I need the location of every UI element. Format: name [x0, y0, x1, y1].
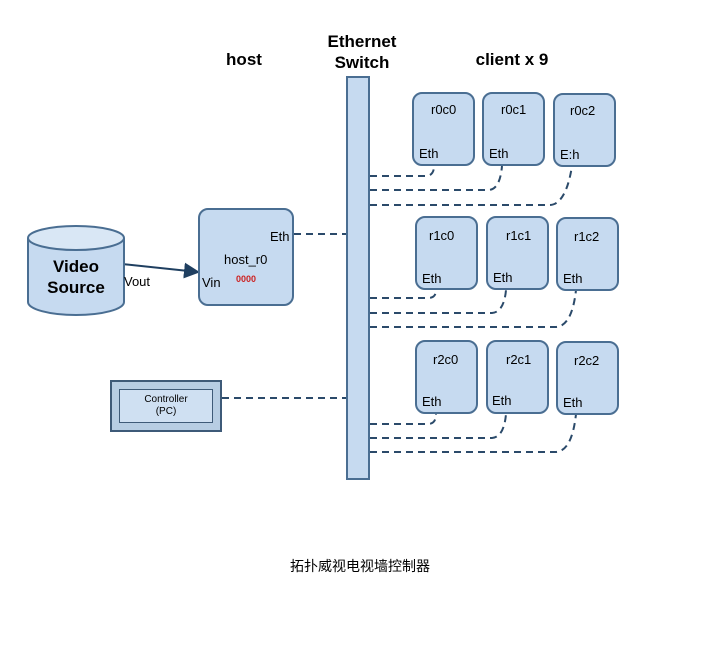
clients-heading: client x 9 — [475, 50, 549, 69]
host-status-indicator: 0000 — [236, 274, 257, 284]
switch-heading-line1: Ethernet — [327, 32, 397, 51]
client-eth-port: Eth — [422, 271, 442, 286]
host-node[interactable]: host_r0 Eth Vin 0000 — [198, 208, 294, 306]
client-node-r0c2[interactable]: r0c2 E:h — [553, 93, 616, 167]
client-eth-port: Eth — [492, 393, 512, 408]
video-source-label: Video Source — [26, 256, 126, 298]
client-node-r2c2[interactable]: r2c2 Eth — [556, 341, 619, 415]
video-link-arrow — [121, 262, 200, 279]
client-name: r1c0 — [429, 228, 455, 243]
video-source-cylinder — [27, 225, 125, 316]
video-source-line2: Source — [47, 278, 105, 297]
client-eth-port: Eth — [489, 146, 509, 161]
client-node-r0c0[interactable]: r0c0 Eth — [412, 92, 475, 166]
client-name: r2c0 — [433, 352, 459, 367]
link-r1c2 — [370, 289, 577, 328]
controller-label-line1: Controller — [144, 394, 188, 405]
link-r1c1 — [370, 289, 507, 314]
client-node-r2c1[interactable]: r2c1 Eth — [486, 340, 549, 414]
ethernet-switch — [346, 76, 370, 480]
link-r2c2 — [370, 413, 577, 453]
host-eth-port: Eth — [270, 229, 290, 244]
client-name: r0c1 — [501, 102, 527, 117]
client-node-r2c0[interactable]: r2c0 Eth — [415, 340, 478, 414]
link-r0c2 — [370, 165, 573, 206]
client-name: r0c0 — [431, 102, 457, 117]
controller-label-line2: (PC) — [155, 406, 177, 417]
client-node-r1c2[interactable]: r1c2 Eth — [556, 217, 619, 291]
client-eth-port: Eth — [563, 271, 583, 286]
link-r2c1 — [370, 413, 507, 439]
client-name: r1c2 — [574, 229, 600, 244]
client-name: r2c1 — [506, 352, 532, 367]
vout-port-label: Vout — [124, 274, 151, 289]
host-node-name: host_r0 — [224, 252, 268, 267]
host-vin-port: Vin — [202, 275, 221, 290]
client-node-r1c1[interactable]: r1c1 Eth — [486, 216, 549, 290]
video-source-line1: Video — [53, 257, 99, 276]
link-r0c0 — [370, 165, 435, 177]
switch-heading: Ethernet Switch — [312, 31, 412, 73]
client-name: r0c2 — [570, 103, 596, 118]
client-eth-port: E:h — [560, 147, 580, 162]
controller-face: Controller (PC) — [119, 389, 213, 423]
client-name: r2c2 — [574, 353, 600, 368]
client-eth-port: Eth — [419, 146, 439, 161]
client-eth-port: Eth — [422, 394, 442, 409]
client-eth-port: Eth — [493, 270, 513, 285]
link-r1c0 — [370, 289, 437, 299]
switch-heading-line2: Switch — [334, 53, 390, 72]
host-heading: host — [226, 50, 262, 69]
diagram-caption: 拓扑威视电视墙控制器 — [290, 558, 430, 574]
link-r0c1 — [370, 165, 503, 191]
client-node-r0c1[interactable]: r0c1 Eth — [482, 92, 545, 166]
client-node-r1c0[interactable]: r1c0 Eth — [415, 216, 478, 290]
client-eth-port: Eth — [563, 395, 583, 410]
controller-pc[interactable]: Controller (PC) — [110, 380, 222, 432]
client-name: r1c1 — [506, 228, 532, 243]
link-r2c0 — [370, 413, 437, 425]
